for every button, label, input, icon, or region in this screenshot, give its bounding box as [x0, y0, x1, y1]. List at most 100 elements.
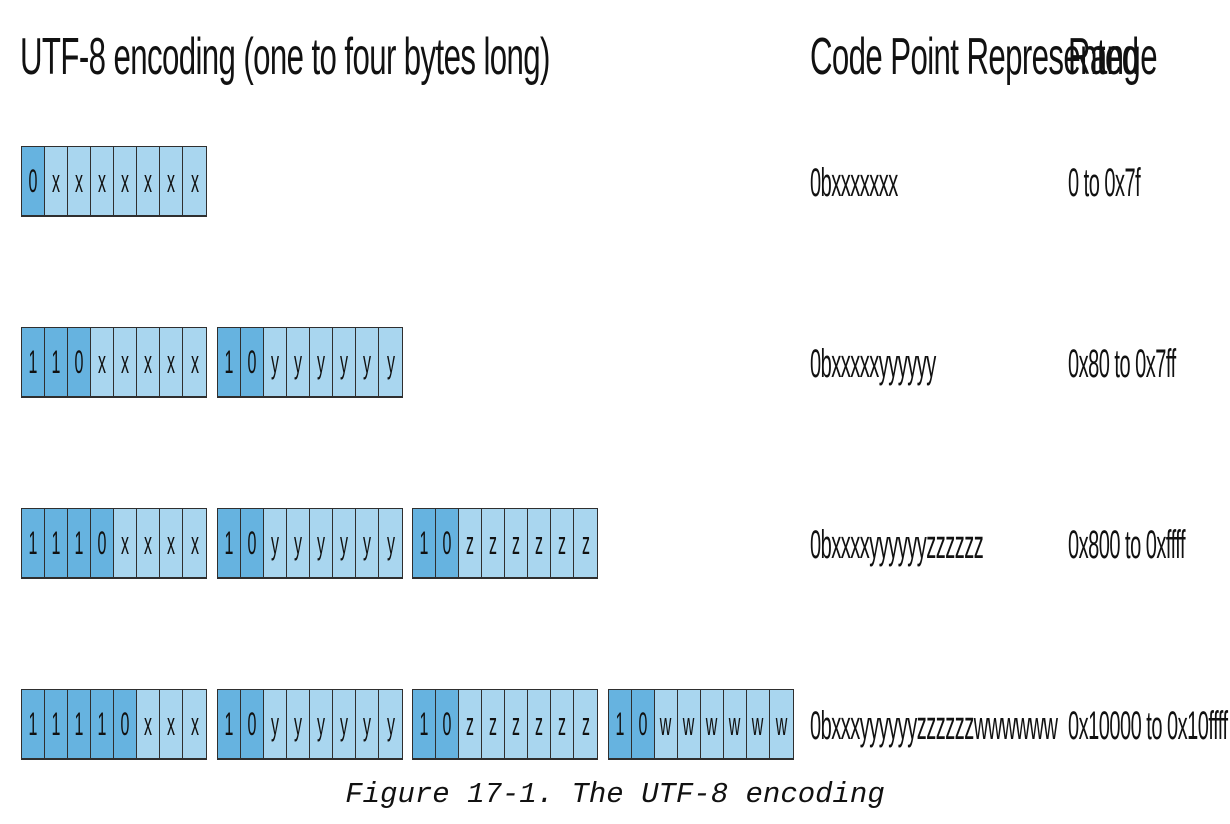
prefix-bit: 1 — [218, 328, 241, 396]
prefix-bit: 1 — [91, 690, 114, 758]
payload-bit: y — [287, 328, 310, 396]
payload-bit: x — [68, 147, 91, 215]
payload-bit: z — [459, 690, 482, 758]
prefix-bit: 1 — [609, 690, 632, 758]
code-point-range: 0 to 0x7f — [1068, 161, 1141, 205]
prefix-bit: 0 — [241, 509, 264, 577]
payload-bit: z — [505, 690, 528, 758]
prefix-bit: 1 — [45, 690, 68, 758]
payload-bit: y — [356, 690, 379, 758]
payload-bit: x — [183, 509, 206, 577]
payload-bit: x — [137, 328, 160, 396]
payload-bit: w — [678, 690, 701, 758]
header-code-point: Code Point Represented — [810, 28, 1139, 86]
payload-bit: z — [551, 509, 574, 577]
payload-bit: y — [264, 509, 287, 577]
payload-bit: x — [160, 328, 183, 396]
payload-bit: w — [770, 690, 793, 758]
payload-bit: w — [724, 690, 747, 758]
payload-bit: y — [379, 690, 402, 758]
payload-bit: z — [459, 509, 482, 577]
payload-bit: x — [91, 147, 114, 215]
payload-bit: y — [333, 690, 356, 758]
payload-bit: w — [655, 690, 678, 758]
payload-bit: y — [379, 328, 402, 396]
payload-bit: x — [91, 328, 114, 396]
payload-bit: w — [747, 690, 770, 758]
payload-bit: z — [505, 509, 528, 577]
payload-bit: z — [528, 509, 551, 577]
payload-bit: x — [45, 147, 68, 215]
payload-bit: y — [264, 328, 287, 396]
code-point-range: 0x80 to 0x7ff — [1068, 342, 1176, 386]
payload-bit: y — [356, 509, 379, 577]
payload-bit: y — [333, 328, 356, 396]
header-range: Range — [1068, 28, 1158, 86]
code-point-pattern: 0bxxxxxxx — [810, 161, 898, 205]
payload-bit: x — [183, 147, 206, 215]
prefix-bit: 1 — [413, 509, 436, 577]
prefix-bit: 1 — [45, 328, 68, 396]
payload-bit: y — [310, 328, 333, 396]
prefix-bit: 0 — [241, 328, 264, 396]
payload-bit: x — [137, 690, 160, 758]
prefix-bit: 0 — [241, 690, 264, 758]
figure-caption: Figure 17-1. The UTF-8 encoding — [345, 778, 885, 811]
payload-bit: x — [114, 328, 137, 396]
payload-bit: z — [551, 690, 574, 758]
payload-bit: y — [264, 690, 287, 758]
payload-bit: x — [114, 509, 137, 577]
prefix-bit: 1 — [22, 509, 45, 577]
payload-bit: y — [287, 690, 310, 758]
prefix-bit: 1 — [22, 690, 45, 758]
payload-bit: z — [528, 690, 551, 758]
payload-bit: z — [482, 690, 505, 758]
payload-bit: y — [287, 509, 310, 577]
prefix-bit: 0 — [114, 690, 137, 758]
payload-bit: x — [137, 147, 160, 215]
payload-bit: y — [379, 509, 402, 577]
prefix-bit: 0 — [22, 147, 45, 215]
prefix-bit: 0 — [632, 690, 655, 758]
payload-bit: x — [160, 690, 183, 758]
payload-bit: x — [160, 147, 183, 215]
prefix-bit: 0 — [436, 690, 459, 758]
prefix-bit: 1 — [45, 509, 68, 577]
prefix-bit: 1 — [68, 509, 91, 577]
prefix-bit: 1 — [218, 690, 241, 758]
code-point-pattern: 0bxxxxyyyyyyzzzzzz — [810, 523, 984, 567]
prefix-bit: 1 — [218, 509, 241, 577]
code-point-pattern: 0bxxxyyyyyyzzzzzzwwwwww — [810, 704, 1058, 748]
prefix-bit: 1 — [22, 328, 45, 396]
prefix-bit: 1 — [413, 690, 436, 758]
code-point-pattern: 0bxxxxxyyyyyy — [810, 342, 936, 386]
payload-bit: y — [310, 509, 333, 577]
payload-bit: y — [356, 328, 379, 396]
payload-bit: x — [137, 509, 160, 577]
payload-bit: x — [183, 328, 206, 396]
payload-bit: z — [482, 509, 505, 577]
prefix-bit: 0 — [91, 509, 114, 577]
payload-bit: x — [114, 147, 137, 215]
payload-bit: y — [333, 509, 356, 577]
payload-bit: z — [574, 509, 597, 577]
code-point-range: 0x800 to 0xffff — [1068, 523, 1186, 567]
payload-bit: x — [183, 690, 206, 758]
payload-bit: w — [701, 690, 724, 758]
diagram-title: UTF-8 encoding (one to four bytes long) — [20, 28, 550, 86]
code-point-range: 0x10000 to 0x10ffff — [1068, 704, 1228, 748]
payload-bit: x — [160, 509, 183, 577]
payload-bit: y — [310, 690, 333, 758]
prefix-bit: 0 — [68, 328, 91, 396]
prefix-bit: 1 — [68, 690, 91, 758]
